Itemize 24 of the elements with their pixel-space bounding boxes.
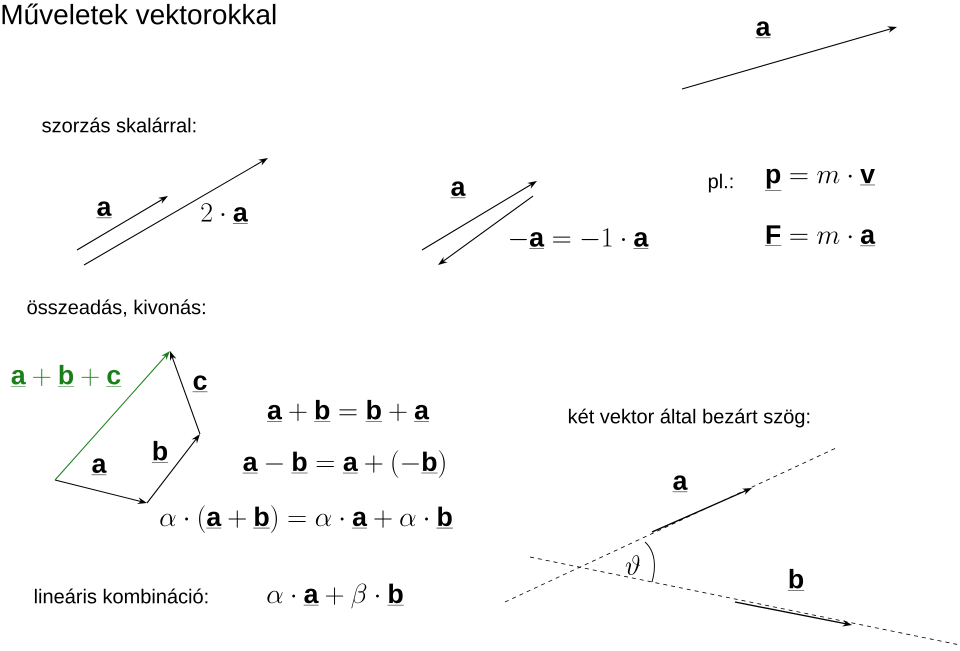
formula: $-\underline{\mathbf{a}}=-1\cdot\underline{\mathbf{a}}$ [510,228,648,249]
section-heading: összeadás, kivonás: [27,299,205,317]
vector-label: $\underline{\mathbf{a}}$ [672,475,688,492]
section-heading: két vektor által bezárt szög: [568,408,810,428]
vector-label: $\underline{\mathbf{a}}$ [756,21,771,38]
formula: $\underline{\mathbf{a}}+\underline{\mathbf{b}}=\underline{\mathbf{b}}+\underline{\mathbf{a}}$ [267,400,430,422]
vector-label: $\underline{\mathbf{a}}$ [92,458,107,475]
vector-label: $\underline{\mathbf{a}}$ [96,201,112,218]
example-label: pl.: [708,174,732,192]
vector-label: $\underline{\mathbf{a}}$ [450,181,466,198]
formula: $\underline{\mathbf{a}}-\underline{\mathbf{b}}=\underline{\mathbf{a}}+(-\underline{\mathbf{b}})$ [242,450,445,478]
title: Műveletek vektorokkal [2,4,276,24]
vector-label: $\underline{\mathbf{b}}$ [152,440,168,462]
section-heading: lineáris kombináció: [34,588,208,604]
angle-symbol: $\vartheta$ [626,555,640,575]
formula: $2\cdot\underline{\mathbf{a}}$ [201,203,248,224]
formula: $\underline{\mathbf{a}}+\underline{\mathbf{b}}+\underline{\mathbf{c}}$ [10,364,122,386]
vector-label: $\underline{\mathbf{c}}$ [192,375,208,392]
section-heading: szorzás skalárral: [42,118,196,132]
formula: $\underline{\mathbf{F}}=m\cdot\underline{\mathbf{a}}$ [764,225,876,246]
formula: $\alpha\cdot(\underline{\mathbf{a}}+\underline{\mathbf{b}})=\alpha\cdot\underline{\mathbf{a}}+\alpha\cdot\underline{\mathbf{b}}$ [160,505,453,533]
formula: $\alpha\cdot\underline{\mathbf{a}}+\beta\cdot\underline{\mathbf{b}}$ [267,584,404,608]
formula: $\underline{\mathbf{p}}=m\cdot\underline{\mathbf{v}}$ [764,168,876,190]
vector-label: $\underline{\mathbf{b}}$ [788,568,804,590]
